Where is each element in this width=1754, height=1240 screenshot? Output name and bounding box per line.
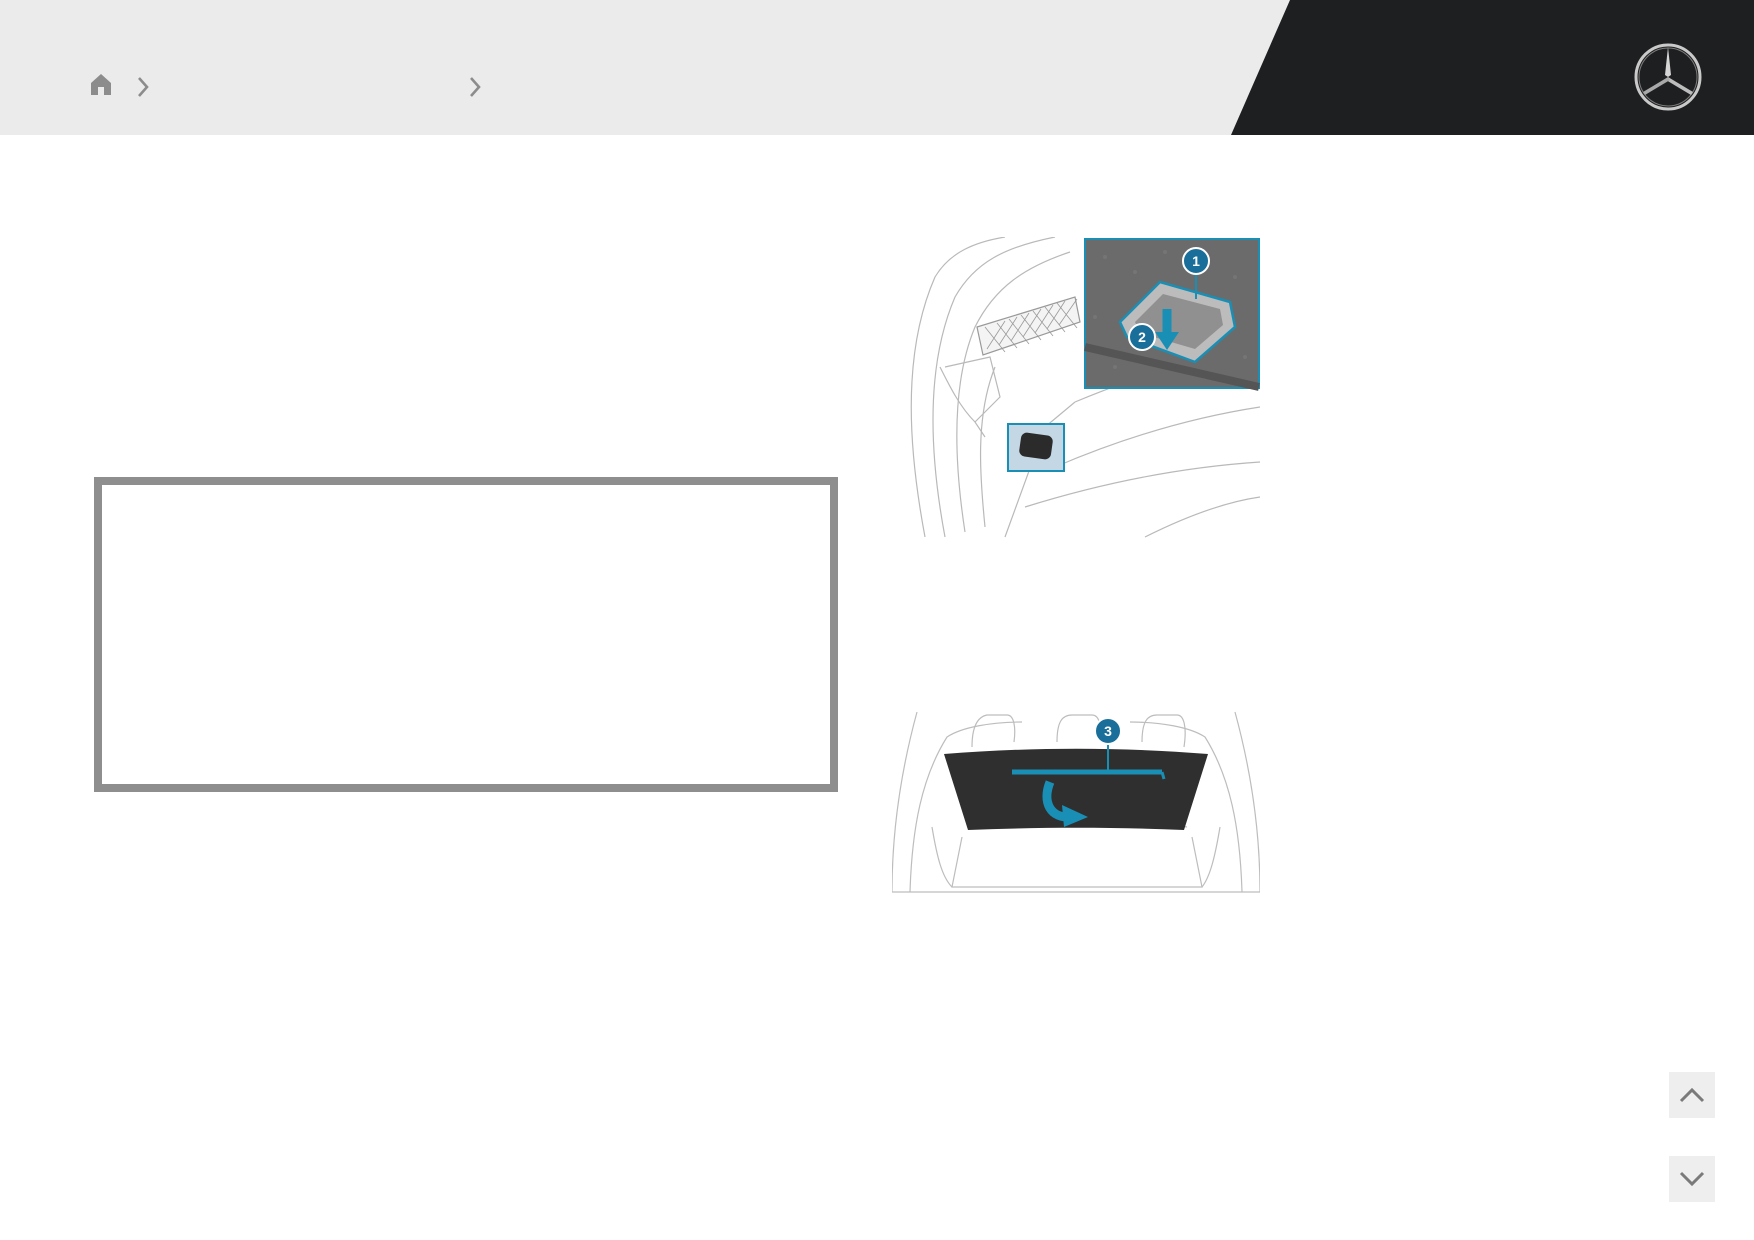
trunk-floor-illustration: 1 2 [910,237,1260,538]
page-header [0,0,1754,135]
callout-1: 1 [1192,253,1200,269]
chevron-up-icon [1679,1087,1705,1103]
scroll-up-button[interactable] [1669,1072,1715,1118]
scroll-down-button[interactable] [1669,1156,1715,1202]
trunk-cover-illustration: 3 [892,711,1260,893]
mercedes-star-icon [1633,42,1703,117]
header-dark-band [1231,0,1754,135]
home-icon[interactable] [90,72,112,96]
chevron-down-icon [1679,1171,1705,1187]
callout-2: 2 [1138,329,1146,345]
chevron-right-icon [468,76,482,98]
callout-3: 3 [1104,723,1112,739]
notice-box [94,477,838,792]
chevron-right-icon [136,76,150,98]
